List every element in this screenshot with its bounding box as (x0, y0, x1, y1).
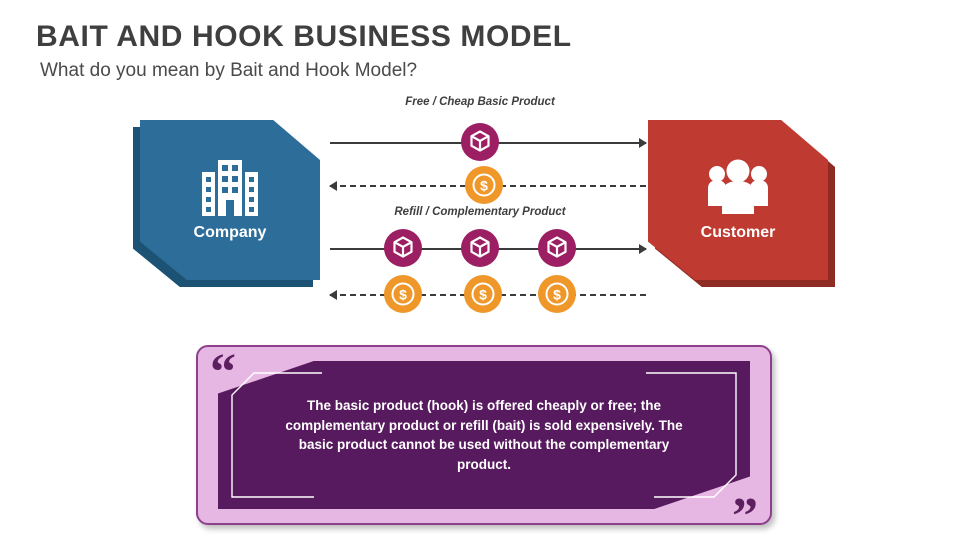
bait-and-hook-diagram: Company Customer F (133, 96, 835, 313)
entity-company[interactable]: Company (133, 120, 320, 287)
flow-label-basic-product: Free / Cheap Basic Product (405, 96, 555, 108)
arrow-head-left-icon (329, 290, 337, 300)
svg-text:$: $ (480, 178, 488, 194)
svg-text:$: $ (553, 287, 561, 303)
entity-customer-label: Customer (700, 224, 776, 241)
box-icon (461, 123, 499, 161)
box-icon (384, 229, 422, 267)
coin-icon: $ (464, 275, 502, 313)
building-icon (198, 158, 262, 216)
quote-close-mark: ” (732, 488, 758, 545)
box-icon (538, 229, 576, 267)
page-subtitle: What do you mean by Bait and Hook Model? (40, 60, 418, 81)
page-title: BAIT AND HOOK BUSINESS MODEL (36, 20, 572, 53)
box-icon (461, 229, 499, 267)
quote-open-mark: “ (210, 344, 236, 401)
arrow-head-left-icon (329, 181, 337, 191)
quote-text: The basic product (hook) is offered chea… (285, 397, 683, 472)
coin-icon: $ (384, 275, 422, 313)
arrow-head-right-icon (639, 138, 647, 148)
quote-callout: “ ” The basic product (hook) is offered … (196, 344, 772, 543)
flow-label-refill-product: Refill / Complementary Product (394, 206, 566, 218)
arrow-head-right-icon (639, 244, 647, 254)
coin-icon: $ (465, 166, 503, 204)
svg-text:$: $ (479, 287, 487, 303)
people-group-icon (706, 158, 770, 216)
entity-customer[interactable]: Customer (648, 120, 835, 287)
svg-text:$: $ (399, 287, 407, 303)
coin-icon: $ (538, 275, 576, 313)
entity-company-label: Company (193, 224, 267, 241)
